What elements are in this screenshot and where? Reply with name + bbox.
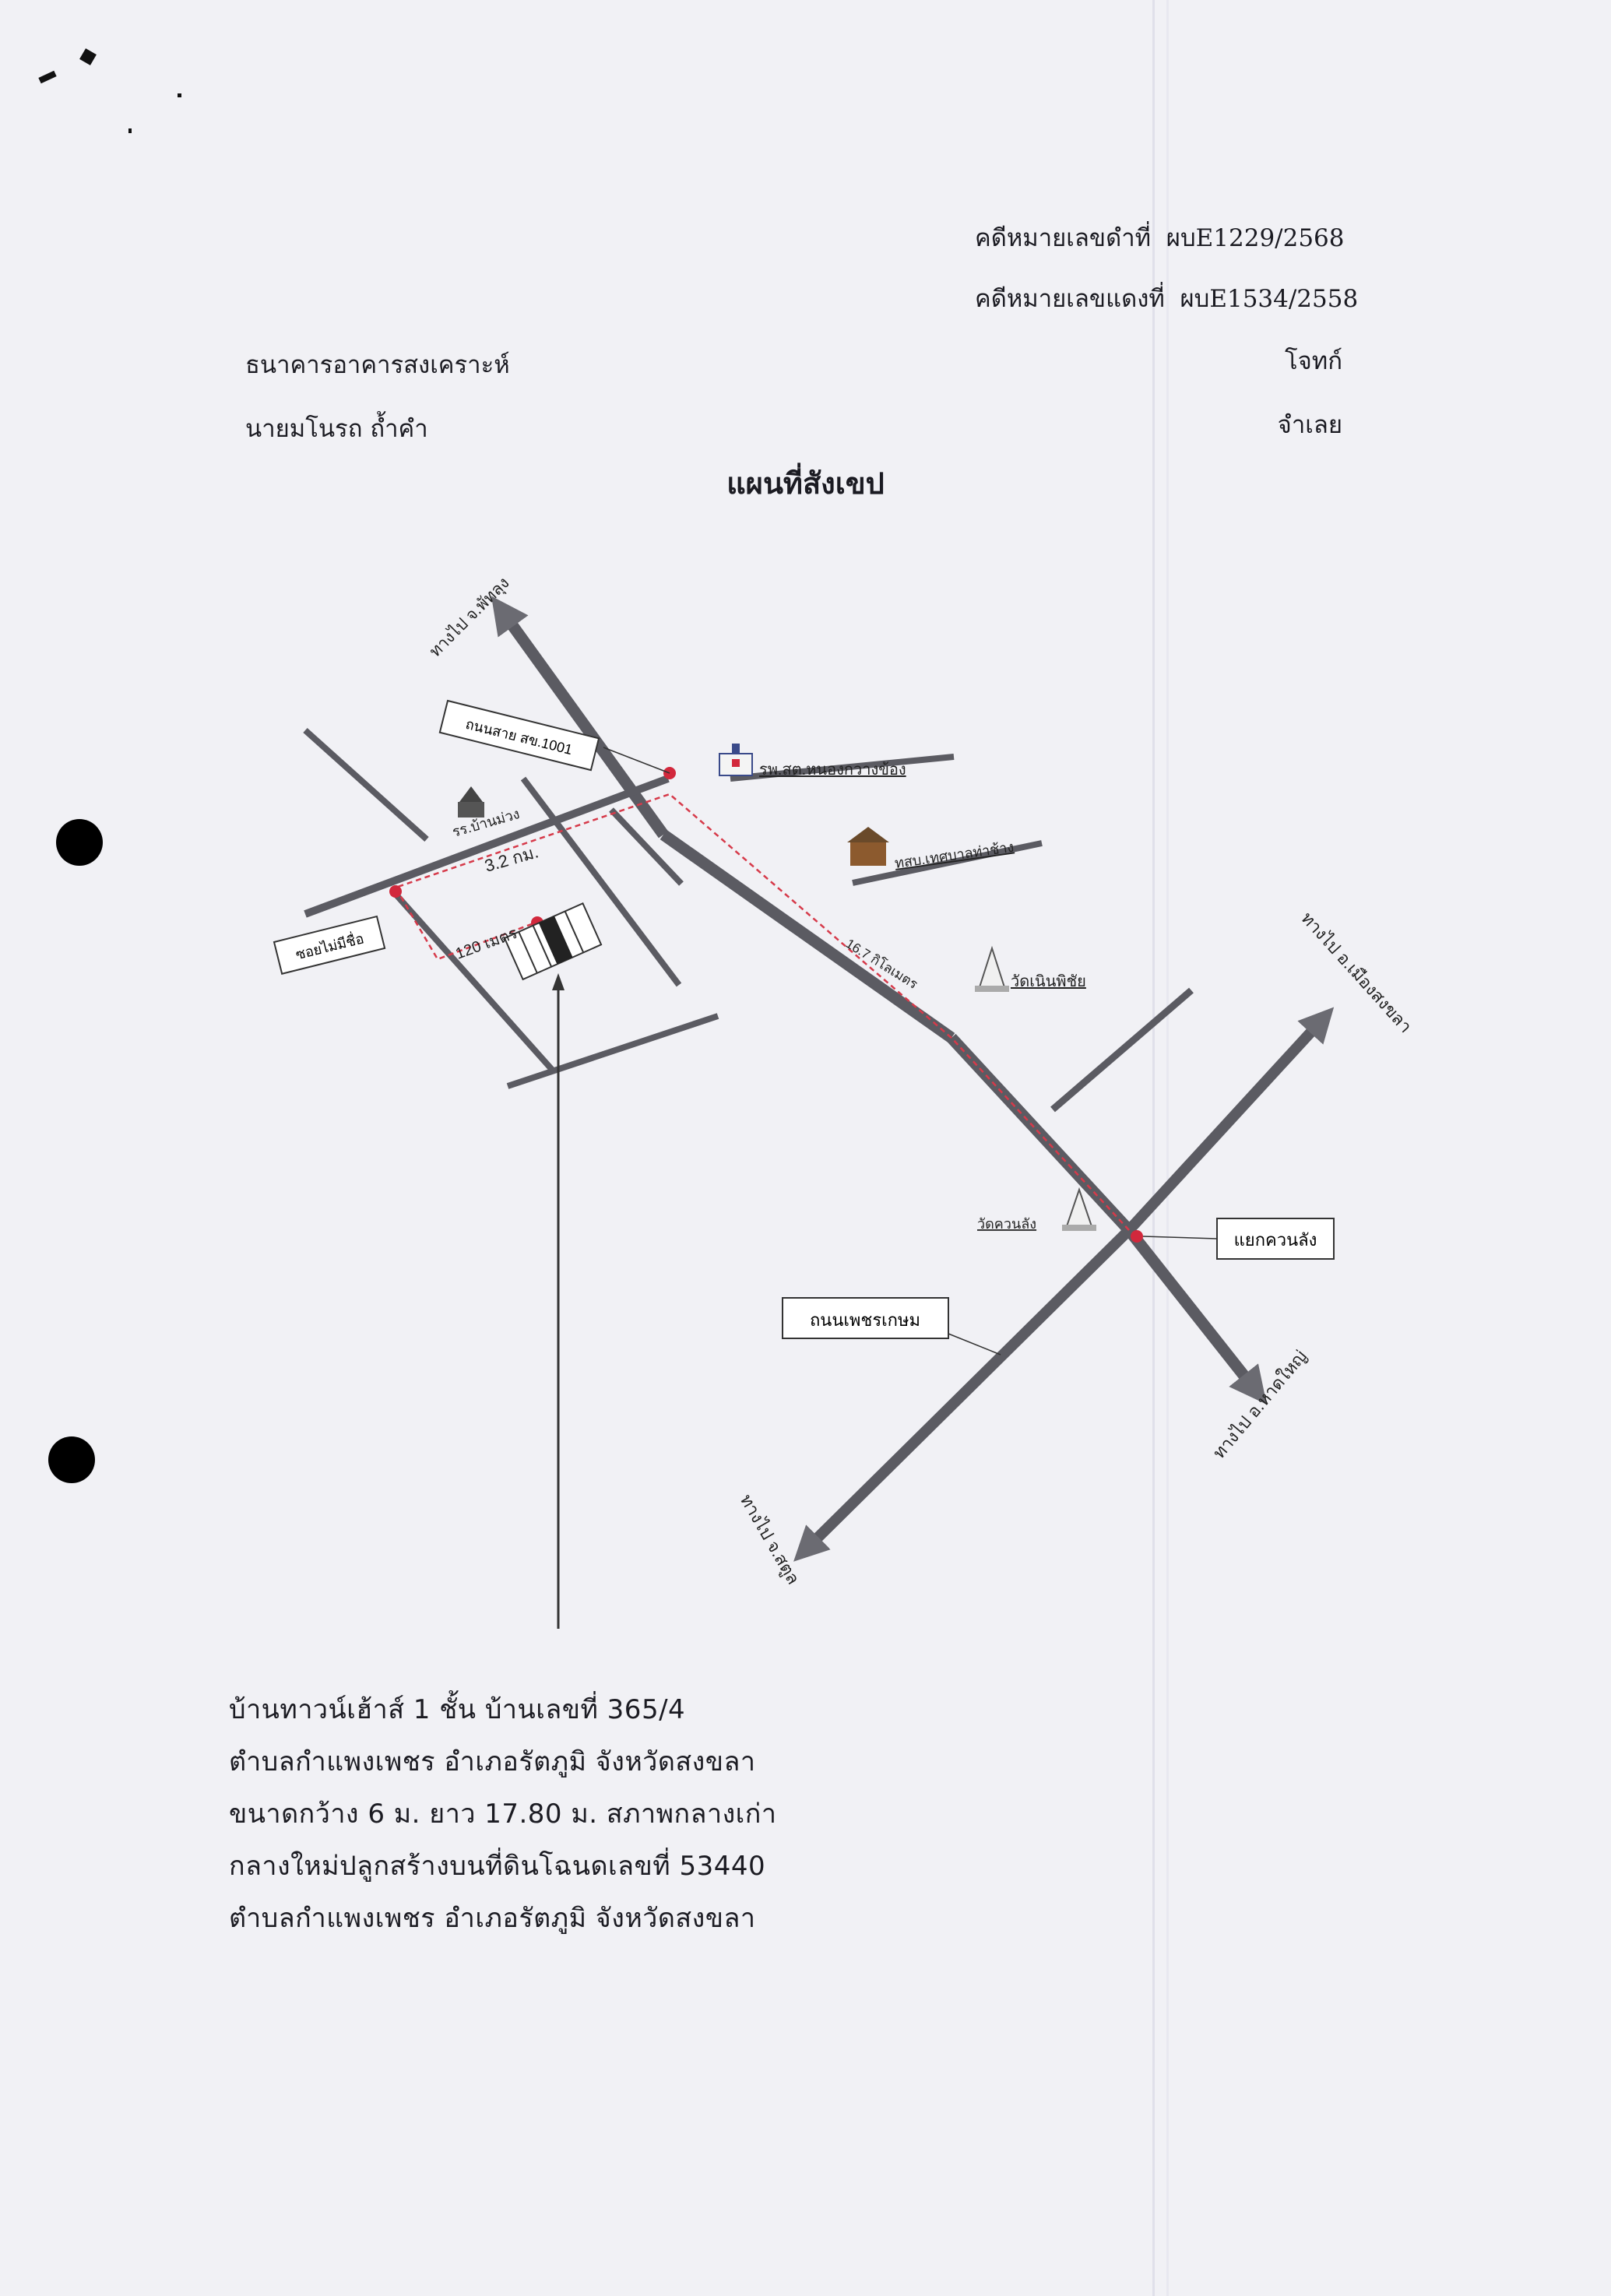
- page-fold-line: [1166, 0, 1169, 2296]
- scan-speck: [128, 128, 132, 133]
- municipal-school-label: ทสบ.เทศบาลท่าช้าง: [894, 839, 1015, 871]
- road-3-2km: [304, 775, 670, 918]
- property-description-line: ตำบลกำแพงเพชร อำเภอรัตภูมิ จังหวัดสงขลา: [229, 1746, 756, 1777]
- wat-noen-phichai-label: วัดเนินพิชัย: [1011, 973, 1086, 990]
- to-mueang-songkhla-label: ทางไป อ.เมืองสงขลา: [1297, 909, 1416, 1037]
- side-road: [520, 776, 682, 987]
- black-case-value: ผบE1229/2568: [1166, 224, 1345, 252]
- wat-khuan-lang-label: วัดควนลัง: [977, 1216, 1036, 1232]
- leader-line: [1142, 1236, 1218, 1239]
- side-road: [506, 1013, 719, 1089]
- soi-label-box: ซอยไม่มีชื่อ: [273, 915, 386, 975]
- distance-120m: 120 เมตร: [453, 925, 519, 963]
- soi-no-name-road: [391, 889, 555, 1073]
- route-path: [394, 793, 1130, 1231]
- property-description-line: บ้านทาวน์เฮ้าส์ 1 ชั้น บ้านเลขที่ 365/4: [229, 1694, 686, 1725]
- side-road: [303, 728, 429, 842]
- side-road: [1050, 987, 1194, 1113]
- school-icon: [458, 786, 484, 817]
- road-to-satun: [793, 1226, 1133, 1562]
- to-satun-label: ทางไป จ.สตูล: [736, 1491, 804, 1588]
- road-to-mueang-songkhla: [1124, 1007, 1335, 1234]
- hospital-icon: [719, 744, 753, 776]
- scan-speck: [178, 93, 181, 97]
- red-case-label: คดีหมายเลขแดงที่: [975, 285, 1165, 313]
- map-title: แผนที่สังเขป: [726, 466, 885, 501]
- plaintiff-name: ธนาคารอาคารสงเคราะห์: [245, 351, 510, 379]
- municipal-school-icon: [847, 827, 889, 866]
- side-road: [609, 807, 684, 886]
- page-fold-line: [1152, 0, 1155, 2296]
- pointer-arrow-icon: [552, 973, 565, 990]
- phetkasem-label-box: [782, 1297, 949, 1339]
- road-to-hat-yai: [1124, 1226, 1267, 1405]
- red-case-value: ผบE1534/2558: [1180, 285, 1359, 313]
- property-description-line: ตำบลกำแพงเพชร อำเภอรัตภูมิ จังหวัดสงขลา: [229, 1903, 756, 1934]
- phetkasem-label: ถนนเพชรเกษม: [810, 1310, 920, 1330]
- junction-marker-soi: [389, 885, 402, 898]
- punch-hole: [56, 819, 103, 866]
- hospital-label: รพ.สต.หนองกวางข้อง: [759, 761, 906, 779]
- defendant-role: จำเลย: [1277, 411, 1342, 439]
- temple-icon: [1062, 1187, 1096, 1231]
- townhouse-row: [503, 902, 603, 981]
- to-hat-yai-label: ทางไป อ.หาดใหญ่: [1209, 1346, 1310, 1462]
- road-segment: [660, 829, 955, 1043]
- defendant-name: นายมโนรถ ถ้ำคำ: [245, 415, 428, 443]
- side-road: [852, 840, 1043, 886]
- leader-line: [603, 747, 670, 774]
- junction-label: แยกควนลัง: [1234, 1230, 1317, 1250]
- road-to-phatthalung: [491, 596, 669, 839]
- leader-line: [948, 1333, 1001, 1355]
- property-description-line: กลางใหม่ปลูกสร้างบนที่ดินโฉนดเลขที่ 5344…: [229, 1851, 766, 1882]
- plaintiff-role: โจทก์: [1284, 347, 1342, 375]
- punch-hole: [48, 1436, 95, 1483]
- junction-marker-khuan-lang: [1131, 1230, 1143, 1243]
- black-case-label: คดีหมายเลขดำที่: [975, 224, 1152, 252]
- side-road: [730, 754, 955, 782]
- property-description-line: ขนาดกว้าง 6 ม. ยาว 17.80 ม. สภาพกลางเก่า: [229, 1798, 777, 1830]
- black-case-number: คดีหมายเลขดำที่ ผบE1229/2568: [975, 218, 1345, 257]
- red-case-number: คดีหมายเลขแดงที่ ผบE1534/2558: [975, 279, 1358, 318]
- temple-icon: [975, 945, 1009, 992]
